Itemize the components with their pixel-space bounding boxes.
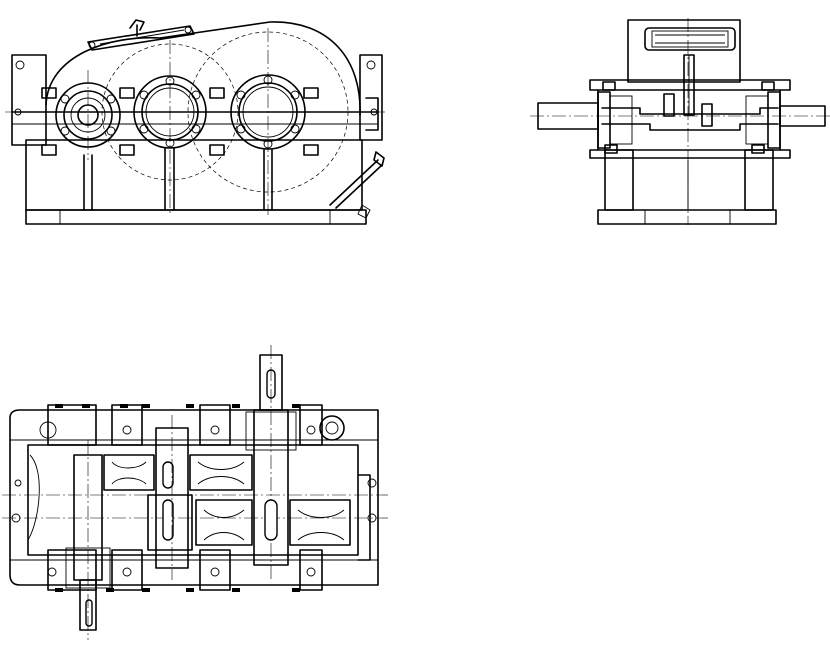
front-flange-bolts [41,87,319,156]
front-view [5,19,385,225]
side-base [597,209,777,225]
side-inspection-hatch [644,27,736,51]
front-bearing-cap-2 [133,75,207,149]
top-gears [103,454,351,551]
front-ribs [83,147,273,211]
top-view [2,345,388,640]
side-bottom-flange [589,149,791,159]
top-output-shaft [245,345,297,580]
top-bearing-housings [47,404,323,591]
side-right-leg [744,149,774,211]
front-inspection-cover [87,19,195,51]
top-bolts [11,415,377,577]
top-housing-outline [9,409,379,586]
front-oil-dipstick [329,151,385,219]
front-left-end-plate [11,54,47,146]
top-input-shaft [27,440,111,640]
front-lower-housing [25,139,363,211]
side-view [530,18,830,225]
front-cover-outline [45,21,361,116]
side-top-flange [589,79,791,91]
front-bearing-cap-3 [230,74,306,150]
top-flange-bolt-heads [55,404,300,592]
top-inner-cavity [27,444,359,556]
top-right-lug [357,474,371,561]
top-intermediate-shaft [155,415,189,580]
side-internal-shaft [601,107,779,115]
front-bearing-cap-1 [55,82,121,148]
front-base-plate [25,209,367,225]
side-left-leg [604,149,634,211]
